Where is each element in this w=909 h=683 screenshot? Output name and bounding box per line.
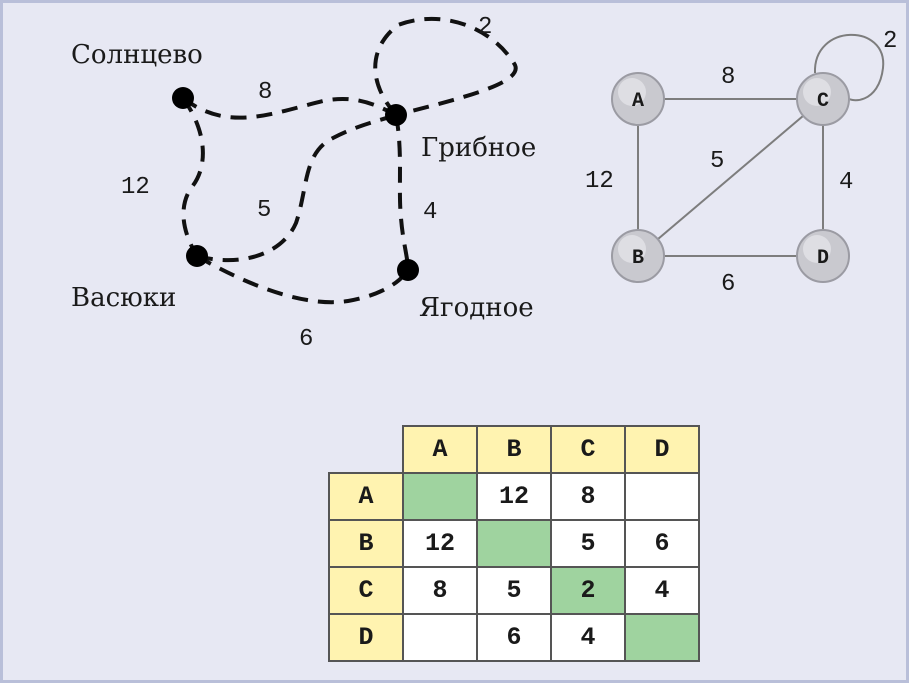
matrix-col-header: D [624,425,700,474]
node-b: B [611,229,665,283]
town-dot-yagodnoe [397,259,419,281]
matrix-row-header: A [328,472,404,521]
road-weight-gribnoe-loop: 2 [478,14,492,41]
matrix-row: B 12 5 6 [328,519,700,568]
edge-weight-c-loop: 2 [883,28,897,55]
node-a: A [611,72,665,126]
town-dot-solntsevo [172,87,194,109]
matrix-cell [402,613,478,662]
matrix-col-header: C [550,425,626,474]
town-label-gribnoe: Грибное [421,133,536,163]
town-dot-vasyuki [186,245,208,267]
adjacency-matrix: A B C D A 12 8 B 12 5 6 C 8 5 2 4 D [328,425,700,662]
matrix-row: C 8 5 2 4 [328,566,700,615]
matrix-col-header: B [476,425,552,474]
edge-c-loop [813,33,885,102]
matrix-cell: 5 [550,519,626,568]
matrix-cell: 12 [476,472,552,521]
matrix-corner [328,425,404,474]
road-vasyuki-gribnoe [196,113,397,263]
road-weight-gribnoe-yagodnoe: 4 [423,199,437,226]
town-label-solntsevo: Солнцево [71,40,203,70]
matrix-col-header: A [402,425,478,474]
matrix-cell [624,472,700,521]
matrix-cell: 4 [624,566,700,615]
matrix-header-row: A B C D [328,425,700,474]
matrix-cell: 2 [550,566,626,615]
node-label-d: D [817,247,829,270]
edge-weight-b-d: 6 [721,271,735,298]
town-dot-gribnoe [385,104,407,126]
matrix-cell: 6 [624,519,700,568]
edge-weight-a-b: 12 [585,168,614,195]
node-c: C [796,72,850,126]
matrix-row: D 6 4 [328,613,700,662]
matrix-row: A 12 8 [328,472,700,521]
road-solntsevo-gribnoe [181,96,397,120]
node-label-c: C [817,90,829,113]
town-label-yagodnoe: Ягодное [419,293,534,323]
road-weight-vasyuki-gribnoe: 5 [257,197,271,224]
matrix-cell [476,519,552,568]
matrix-cell: 6 [476,613,552,662]
matrix-cell: 8 [402,566,478,615]
road-weight-solntsevo-vasyuki: 12 [121,174,150,201]
edge-b-c [637,98,824,257]
matrix-cell: 4 [550,613,626,662]
matrix-cell [402,472,478,521]
road-weight-solntsevo-gribnoe: 8 [258,79,272,106]
road-gribnoe-yagodnoe [394,114,410,271]
node-d: D [796,229,850,283]
road-gribnoe-loop [373,16,518,117]
matrix-cell: 12 [402,519,478,568]
road-solntsevo-vasyuki [181,96,205,258]
matrix-cell: 5 [476,566,552,615]
town-label-vasyuki: Васюки [71,283,176,313]
road-vasyuki-yagodnoe [195,254,410,305]
node-label-a: A [632,90,644,113]
matrix-cell [624,613,700,662]
abstract-graph: A B C D 8 12 5 4 6 2 [585,28,897,298]
edge-weight-a-c: 8 [721,64,735,91]
edge-weight-c-d: 4 [839,169,853,196]
edge-weight-b-c: 5 [710,148,724,175]
matrix-row-header: D [328,613,404,662]
matrix-row-header: C [328,566,404,615]
road-weight-vasyuki-yagodnoe: 6 [299,326,313,353]
matrix-row-header: B [328,519,404,568]
node-label-b: B [632,247,644,270]
graph-diagram: Солнцево Грибное Васюки Ягодное 8 12 5 4… [71,14,897,353]
road-map: Солнцево Грибное Васюки Ягодное 8 12 5 4… [71,14,536,353]
matrix-cell: 8 [550,472,626,521]
